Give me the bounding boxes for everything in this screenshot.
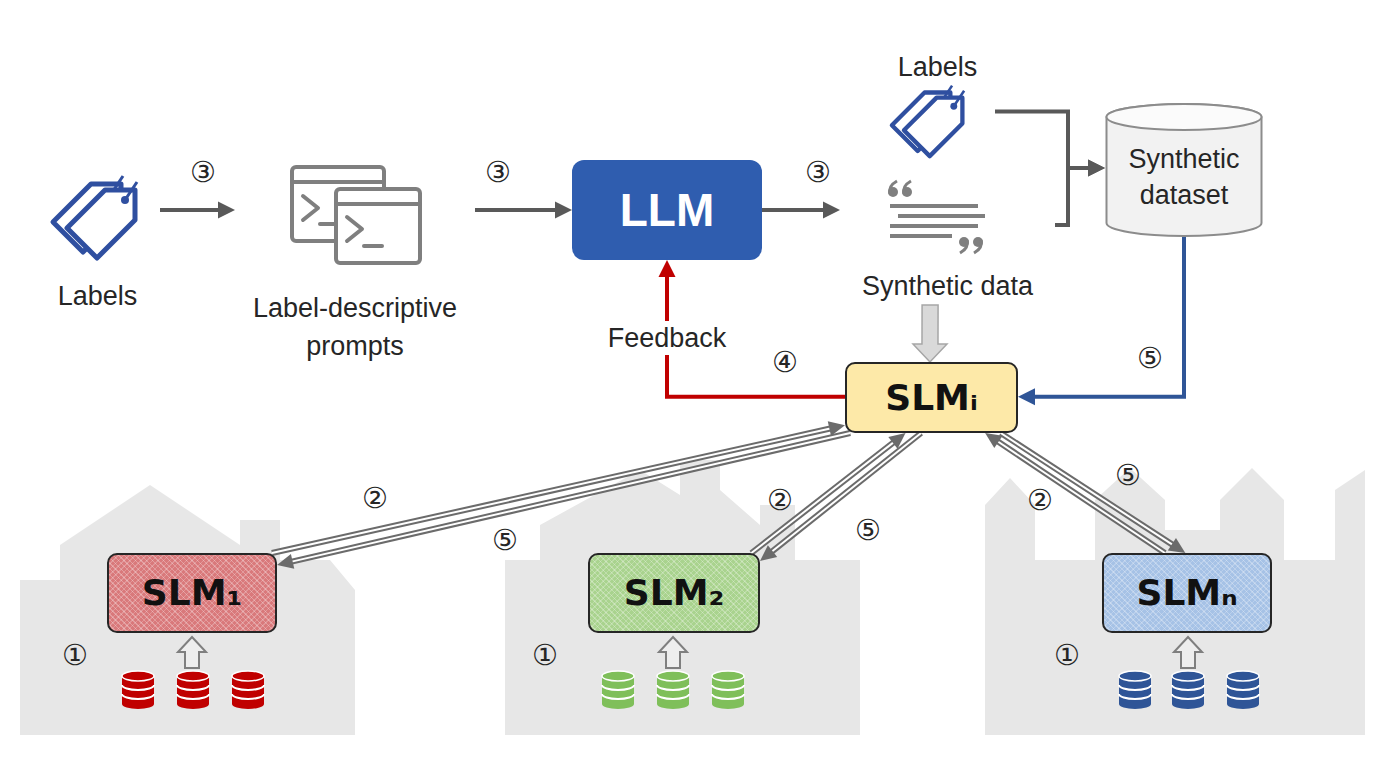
step-number: ⑤ xyxy=(1115,458,1141,492)
node-label: SLMₙ xyxy=(1136,571,1237,615)
arrow-head xyxy=(823,202,840,219)
block-arrow xyxy=(913,305,947,362)
server-model-box: SLMᵢ xyxy=(845,362,1018,433)
connector-inner xyxy=(997,441,1165,553)
connector-line xyxy=(997,441,1165,553)
step-number: ③ xyxy=(805,155,831,189)
connector-line xyxy=(751,442,894,553)
connector-inner xyxy=(751,442,894,553)
node-label: Labels xyxy=(898,48,978,86)
step-number: ① xyxy=(62,638,88,672)
connector xyxy=(995,112,1105,177)
arrow-head xyxy=(659,260,676,277)
arrow-heads xyxy=(218,202,235,219)
prompt-icon xyxy=(292,167,420,263)
connector xyxy=(1055,159,1105,225)
arrow-heads xyxy=(277,554,294,569)
castle-silhouette xyxy=(985,468,1365,735)
arrow-head xyxy=(555,202,572,219)
step-number: ① xyxy=(1054,638,1080,672)
prompt-icon-node: Label-descriptive prompts xyxy=(235,160,475,365)
step-number: ⑤ xyxy=(855,513,881,547)
connector-line xyxy=(1033,237,1184,397)
tag-icon xyxy=(53,176,137,258)
step-number: ⑤ xyxy=(492,523,518,557)
node-label: Label-descriptive prompts xyxy=(235,289,475,365)
step-number: ③ xyxy=(190,155,216,189)
llm-box: LLM xyxy=(572,160,762,260)
arrow-heads xyxy=(1088,159,1105,176)
client-model-box: SLMₙ xyxy=(1102,553,1272,633)
tag-icon xyxy=(892,86,964,157)
label-icon-node: Labels xyxy=(35,165,160,315)
database-group xyxy=(122,671,264,709)
step-number: ⑤ xyxy=(1137,341,1163,375)
connector xyxy=(913,305,947,362)
text-icon-node: Synthetic data xyxy=(840,175,1055,305)
database-group xyxy=(1119,671,1259,709)
house-silhouette xyxy=(20,485,355,735)
connector xyxy=(475,202,572,219)
arrow-heads xyxy=(823,202,840,219)
node-label: Synthetic dataset xyxy=(1105,141,1263,213)
arrow-head xyxy=(1088,159,1105,176)
connector-inner xyxy=(272,428,831,553)
node-label: Labels xyxy=(58,277,138,315)
connector-line xyxy=(1001,433,1174,545)
connector-inner xyxy=(771,433,921,552)
node-label: SLMᵢ xyxy=(885,376,978,420)
client-model-box: SLM₁ xyxy=(107,553,277,633)
connector xyxy=(1001,433,1186,553)
arrow-heads xyxy=(1018,388,1035,405)
arrow-heads xyxy=(659,260,676,277)
connector-line xyxy=(1055,168,1090,225)
step-number: ② xyxy=(1027,483,1053,517)
connector-line xyxy=(762,208,825,212)
arrow-heads xyxy=(760,545,777,561)
connector-line xyxy=(160,208,220,212)
node-label: Synthetic data xyxy=(862,267,1033,305)
client-model-box: SLM₂ xyxy=(588,553,760,633)
dataset-cylinder: Synthetic dataset xyxy=(1105,103,1263,237)
node-label: SLM₂ xyxy=(624,571,724,615)
arrow-head xyxy=(218,202,235,219)
connector-inner xyxy=(1001,433,1174,545)
training-arrow xyxy=(1174,637,1202,668)
arrow-heads xyxy=(1168,538,1186,553)
connector xyxy=(760,433,921,561)
edge-label: Feedback xyxy=(604,321,731,355)
step-number: ① xyxy=(532,638,558,672)
arrow-head xyxy=(1018,388,1035,405)
connector-line xyxy=(995,112,1090,168)
step-number: ② xyxy=(767,483,793,517)
connector xyxy=(1018,237,1184,405)
connector-line xyxy=(771,433,921,552)
node-label: SLM₁ xyxy=(142,571,242,615)
connector xyxy=(762,202,840,219)
connector xyxy=(985,433,1165,553)
arrow-heads xyxy=(1088,159,1105,176)
step-number: ③ xyxy=(485,155,511,189)
arrow-head xyxy=(760,545,777,561)
connector-line xyxy=(272,428,831,553)
connector xyxy=(160,202,235,219)
node-label: LLM xyxy=(620,184,715,236)
step-number: ④ xyxy=(772,345,798,379)
connector-line xyxy=(475,208,557,212)
connector xyxy=(277,433,850,569)
text-icon xyxy=(888,181,985,253)
arrow-head xyxy=(1088,159,1105,176)
arrow-heads xyxy=(555,202,572,219)
connector xyxy=(272,421,845,553)
label-icon-node: Labels xyxy=(880,48,995,168)
arrow-head xyxy=(1168,538,1186,553)
arrow-head xyxy=(277,554,294,569)
training-arrow xyxy=(178,637,206,668)
cylinder-top xyxy=(1107,104,1262,130)
connector xyxy=(751,433,905,553)
step-number: ② xyxy=(362,481,388,515)
database-group xyxy=(602,671,744,709)
training-arrow xyxy=(659,637,687,668)
